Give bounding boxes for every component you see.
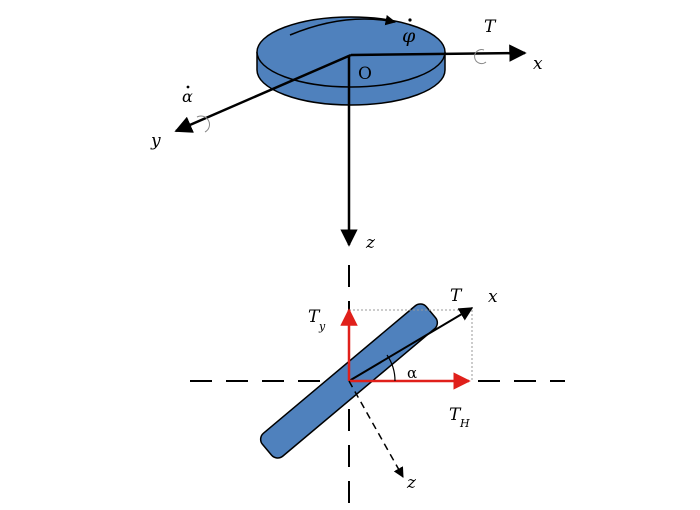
svg-text:T: T xyxy=(449,405,462,425)
z-axis-side xyxy=(348,380,404,478)
tilt-rotation-icon xyxy=(196,115,210,133)
torque-label-top: T xyxy=(484,17,497,37)
torque-rotation-icon xyxy=(474,49,487,65)
x-axis-top xyxy=(350,44,527,62)
x-axis-label-side: x xyxy=(488,287,498,307)
tilt-rate-label: α xyxy=(182,87,193,106)
spin-arrow xyxy=(289,15,397,36)
x-axis-label-top: x xyxy=(533,54,543,74)
angle-arc xyxy=(386,354,396,382)
tilt-rate-dot xyxy=(186,85,190,89)
thrust-label: T xyxy=(450,286,463,306)
svg-text:H: H xyxy=(459,417,470,430)
z-axis-label-side: z xyxy=(406,473,417,493)
thrust-h-label: T H xyxy=(449,405,470,430)
thrust-vector xyxy=(348,307,474,382)
z-axis-label-top: z xyxy=(365,233,376,253)
disk-top-face xyxy=(256,16,446,88)
spin-rate-label: φ xyxy=(402,25,416,47)
spin-rate-dot xyxy=(408,18,412,22)
thrust-y-label: T y xyxy=(308,307,326,333)
y-axis-label: y xyxy=(150,131,161,151)
svg-text:y: y xyxy=(318,320,326,333)
origin-label: O xyxy=(358,64,372,84)
y-axis-top xyxy=(174,53,352,133)
svg-text:T: T xyxy=(308,307,321,327)
disk-top-view xyxy=(256,16,446,106)
angle-label: α xyxy=(407,364,417,382)
